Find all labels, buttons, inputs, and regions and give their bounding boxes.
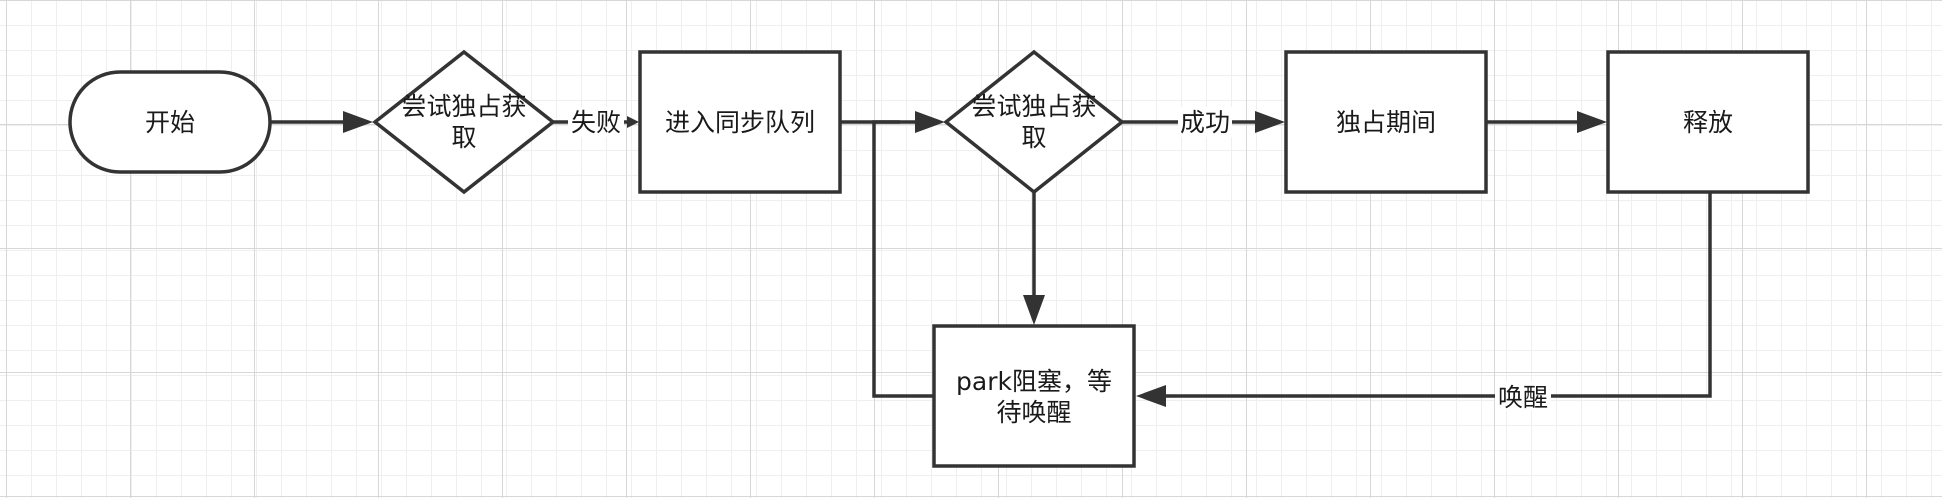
edge-label-fail: 失败 [571,108,621,137]
process-enter-queue: 进入同步队列 [638,50,842,194]
process-exclusive-period: 独占期间 [1284,50,1488,194]
process-park-wait-label-line1: park阻塞，等 [956,367,1112,396]
edge-exclusive-to-release [1486,111,1607,133]
process-release: 释放 [1606,50,1810,194]
edge-park-loop-back [872,120,933,398]
edge-release-to-park: 唤醒 [1136,192,1712,412]
edge-try1-to-queue: 失败 [553,107,639,137]
edge-try2-to-park [1023,192,1045,325]
decision-try-acquire-1-label-line2: 取 [451,123,476,152]
edge-label-success: 成功 [1180,108,1230,137]
edge-label-wake: 唤醒 [1498,383,1548,412]
process-release-label: 释放 [1683,108,1733,137]
start-node: 开始 [68,70,272,174]
process-park-wait-label-line2: 待唤醒 [996,398,1071,427]
process-enter-queue-label: 进入同步队列 [665,108,815,137]
decision-try-acquire-1: 尝试独占获 取 [372,49,556,195]
edge-start-to-try1 [270,111,373,133]
decision-try-acquire-2-label-line1: 尝试独占获 [971,92,1096,121]
decision-try-acquire-2-label-line2: 取 [1021,123,1046,152]
edge-try2-to-exclusive: 成功 [1122,107,1285,137]
decision-try-acquire-2: 尝试独占获 取 [943,49,1125,195]
process-park-wait: park阻塞，等 待唤醒 [932,324,1136,468]
start-node-label: 开始 [145,108,195,137]
decision-try-acquire-1-label-line1: 尝试独占获 [401,92,526,121]
process-exclusive-period-label: 独占期间 [1336,108,1436,137]
